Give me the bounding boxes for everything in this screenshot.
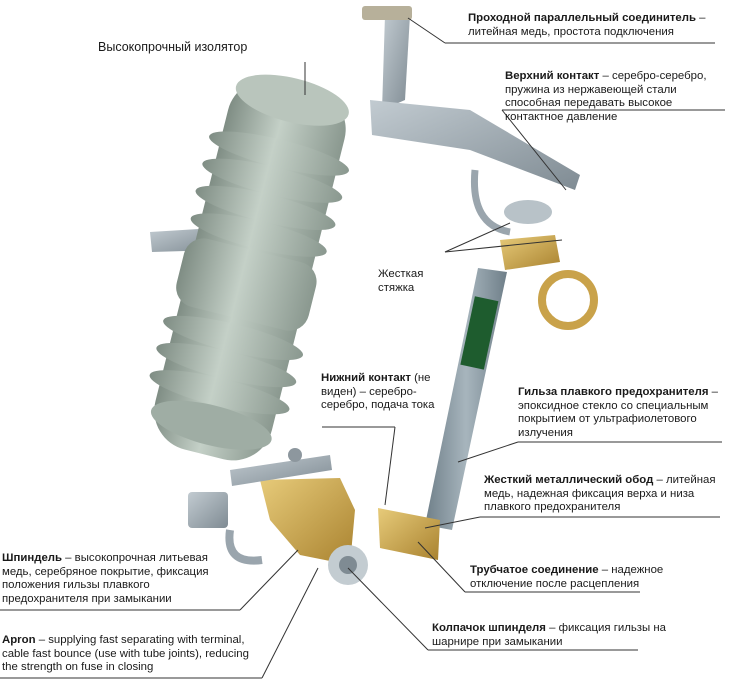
label-metal-rim: Жесткий металлический обод – литейная ме… (484, 474, 729, 515)
label-connector-title: Проходной параллельный соединитель (468, 12, 696, 24)
label-fuse-tube-text: – эпоксидное стекло со специальным покры… (518, 386, 718, 439)
label-spindle-cap: Колпачок шпинделя – фиксация гильзы на ш… (432, 622, 667, 649)
fuse-tube (425, 268, 507, 530)
label-connector: Проходной параллельный соединитель – лит… (468, 12, 718, 39)
label-spindle-title: Шпиндель (2, 552, 63, 564)
label-metal-rim-title: Жесткий металлический обод (484, 474, 654, 486)
label-rigid-tie: Жесткая стяжка (378, 268, 424, 294)
label-fuse-tube-title: Гильза плавкого предохранителя (518, 386, 709, 398)
label-lower-contact-title: Нижний контакт (321, 372, 411, 384)
label-tube-joint-text: – надежное отключение после расцепления (470, 564, 664, 590)
label-upper-contact-text: – серебро-серебро, пружина из нержавеюще… (505, 70, 707, 123)
label-apron-text: – supplying fast separating with termina… (2, 634, 249, 674)
label-metal-rim-text: – литейная медь, надежная фиксация верха… (484, 474, 716, 514)
label-tube-joint-title: Трубчатое соединение (470, 564, 599, 576)
label-upper-contact: Верхний контакт – серебро-серебро, пружи… (505, 70, 727, 124)
label-spindle-cap-title: Колпачок шпинделя (432, 622, 546, 634)
label-apron: Apron – supplying fast separating with t… (2, 634, 264, 675)
label-connector-text: – литейная медь, простота подключения (468, 12, 706, 38)
lower-brass-assembly (260, 478, 440, 585)
label-spindle-cap-text: – фиксация гильзы на шарнире при замыкан… (432, 622, 666, 648)
lower-bracket (188, 448, 332, 565)
label-upper-contact-title: Верхний контакт (505, 70, 600, 82)
label-lower-contact-text: (не виден) – серебро-серебро, подача ток… (321, 372, 435, 412)
label-apron-title: Apron (2, 634, 36, 646)
label-spindle: Шпиндель – высокопрочная литьевая медь, … (2, 552, 234, 606)
leader-lines (0, 17, 725, 679)
label-lower-contact: Нижний контакт (не виден) – серебро-сере… (321, 372, 461, 413)
upper-bracket (362, 6, 580, 190)
label-fuse-tube: Гильза плавкого предохранителя – эпоксид… (518, 386, 728, 440)
label-tube-joint: Трубчатое соединение – надежное отключен… (470, 564, 700, 591)
insulator (149, 74, 349, 461)
label-insulator: Высокопрочный изолятор (98, 40, 248, 54)
label-spindle-text: – высокопрочная литьевая медь, серебряно… (2, 552, 209, 605)
upper-contact (470, 169, 598, 330)
